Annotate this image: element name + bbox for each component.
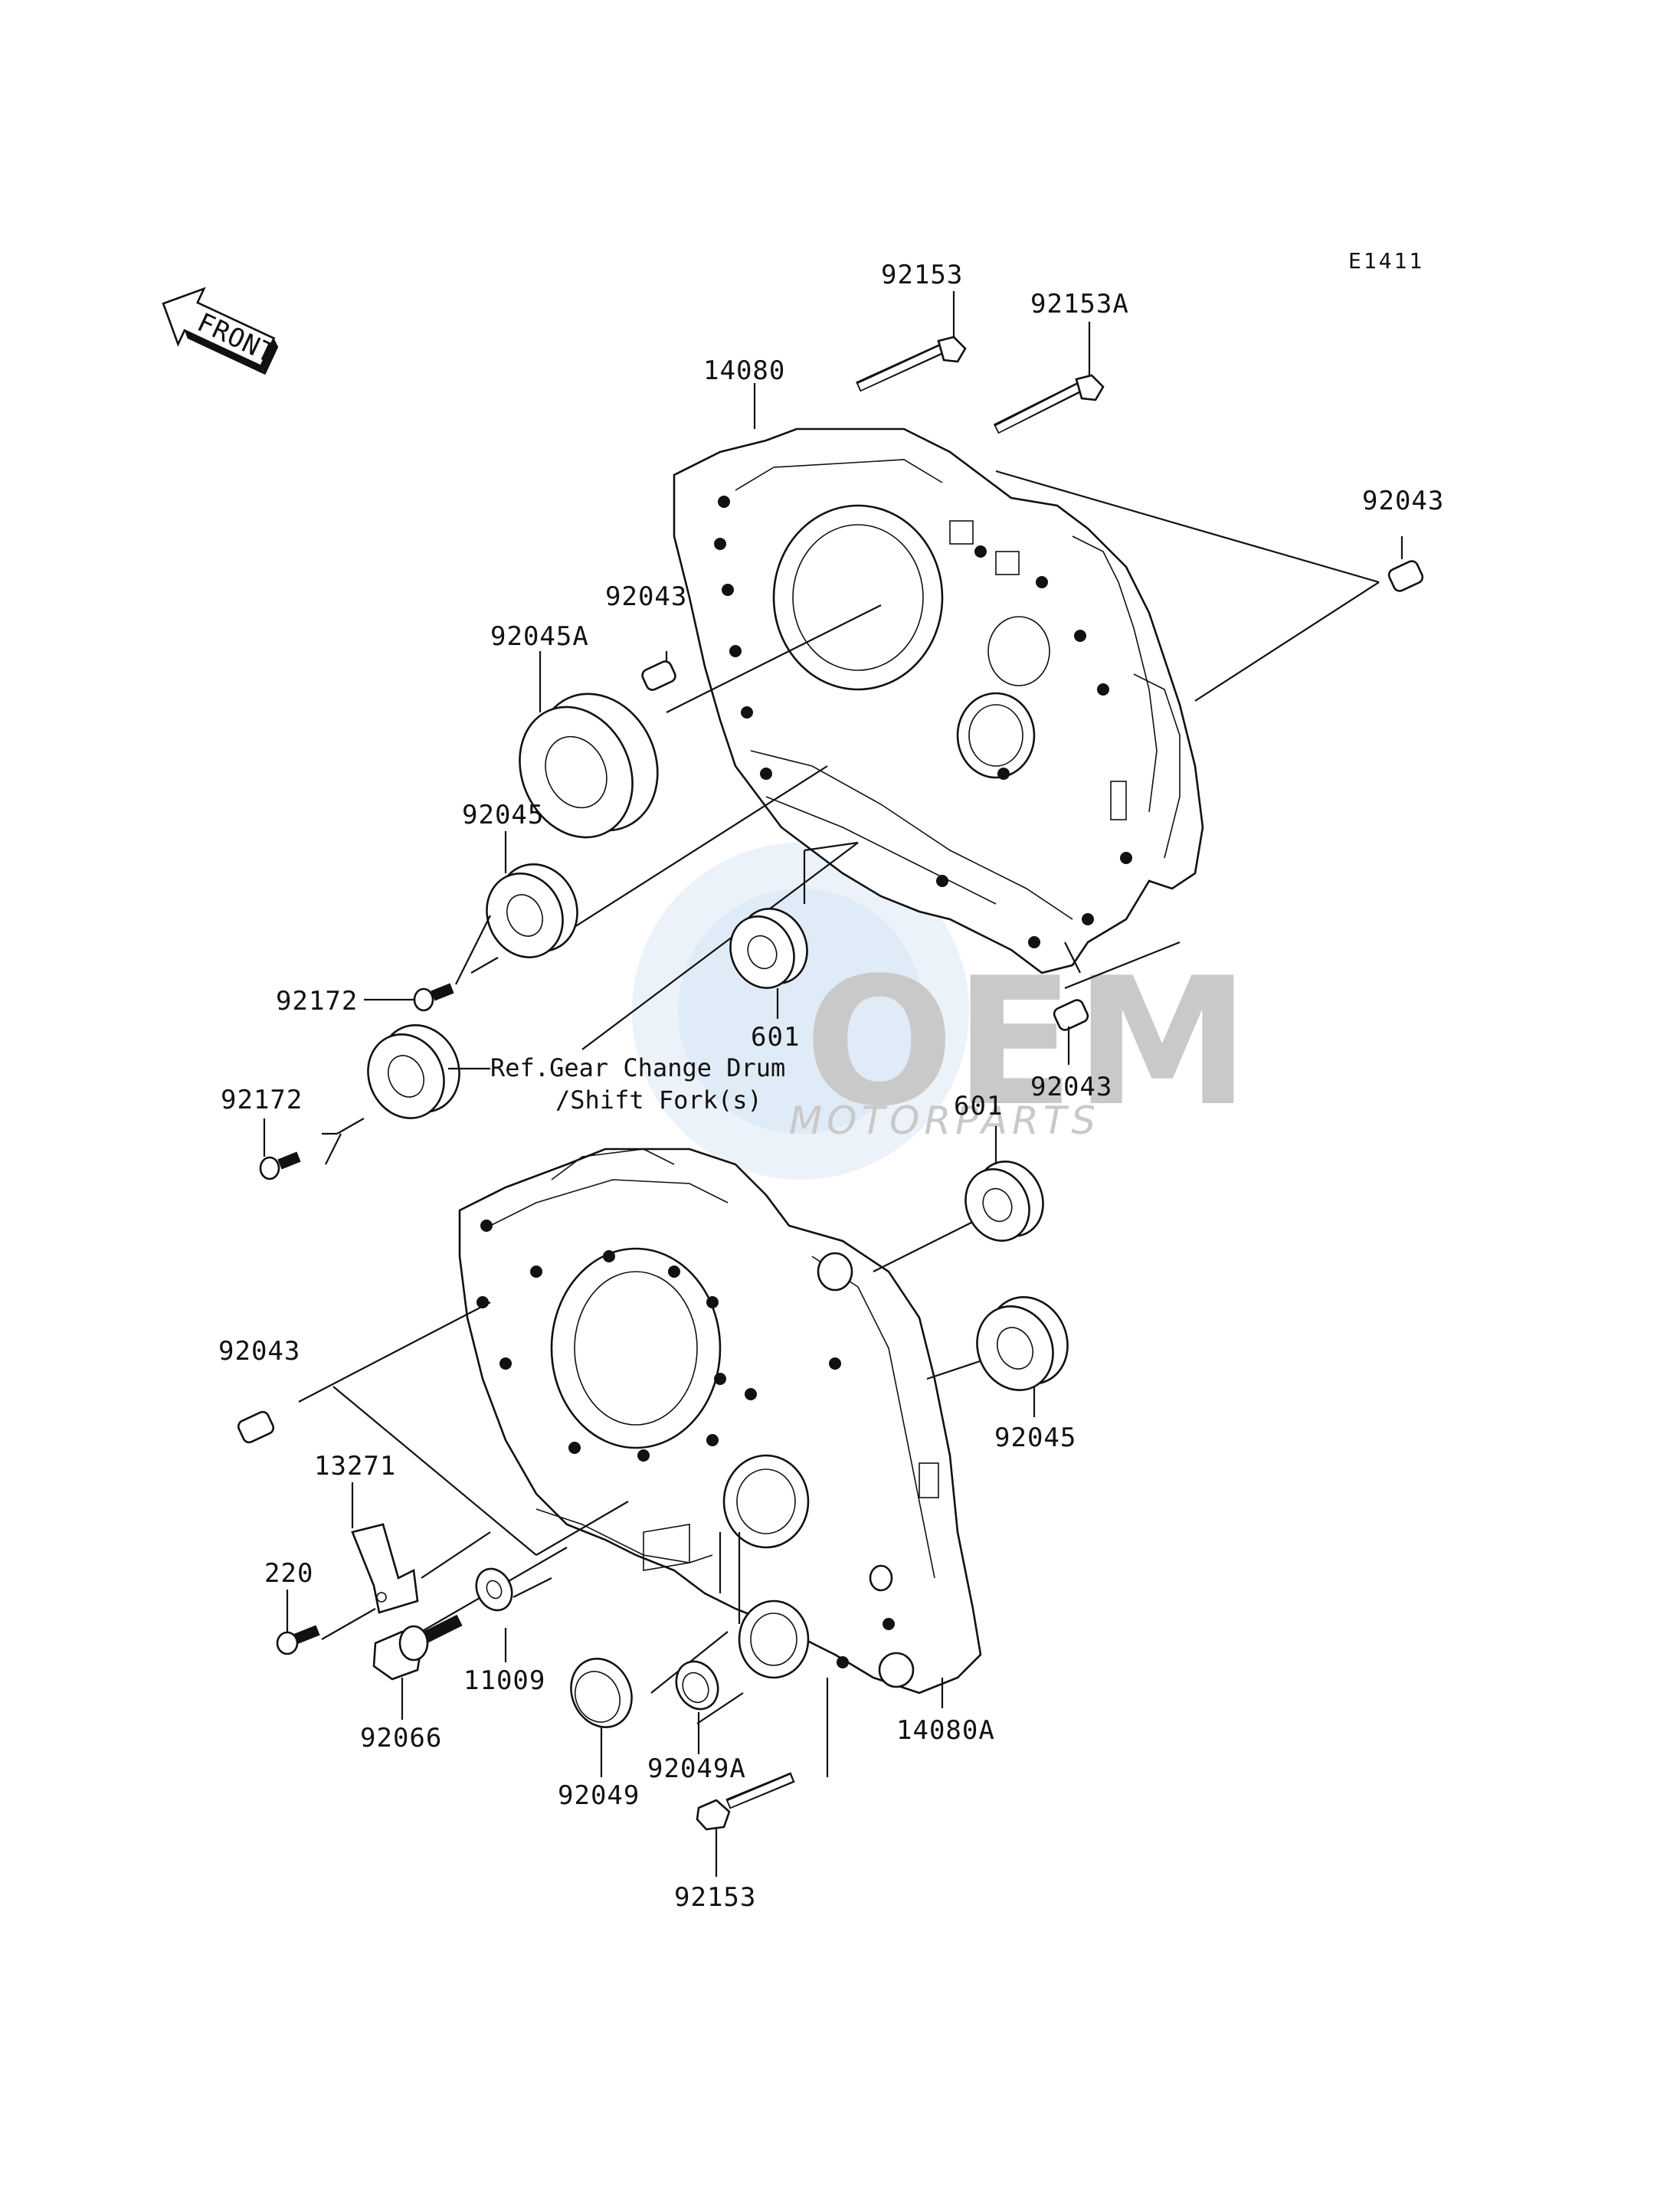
part-label: 92045 bbox=[994, 1423, 1076, 1453]
part-label: 601 bbox=[751, 1022, 800, 1053]
part-label: 92153 bbox=[674, 1882, 756, 1913]
crankcase-right-14080 bbox=[673, 427, 1204, 974]
dowel-92043-right-bot bbox=[1053, 999, 1089, 1031]
bearing-92045-left bbox=[486, 831, 578, 958]
bearing-601-upper bbox=[729, 908, 808, 1019]
dowel-92043-right-top bbox=[1387, 560, 1424, 592]
part-label: 220 bbox=[264, 1558, 313, 1589]
part-label: 11009 bbox=[463, 1665, 545, 1696]
bearing-92045a bbox=[519, 651, 659, 839]
part-label: 92043 bbox=[218, 1336, 300, 1367]
bracket-13271 bbox=[351, 1482, 419, 1614]
oil-seal-92049 bbox=[570, 1658, 633, 1777]
watermark-brand: OEM bbox=[804, 941, 1250, 1145]
bolt-92153-bottom bbox=[696, 1772, 795, 1877]
part-label: 14080 bbox=[703, 355, 785, 386]
reference-note-line2: /Shift Fork(s) bbox=[555, 1085, 762, 1115]
crankcase-left-14080a bbox=[458, 1148, 982, 1694]
screw-92172-b bbox=[259, 1118, 365, 1180]
dowel-92043-left bbox=[237, 1410, 275, 1444]
part-label: 92153A bbox=[1030, 289, 1129, 319]
part-label: 14080A bbox=[896, 1715, 995, 1746]
drain-bolt-92066 bbox=[372, 1614, 463, 1720]
part-label: 92043 bbox=[1362, 486, 1444, 516]
part-label: 92043 bbox=[1030, 1072, 1112, 1102]
part-label: 92045A bbox=[490, 621, 589, 652]
screw-220 bbox=[276, 1590, 320, 1655]
dowel-92043-mid bbox=[641, 660, 676, 691]
screw-92172-a bbox=[364, 915, 499, 1012]
bearing-601-lower bbox=[964, 1126, 1044, 1242]
part-label: 92049A bbox=[647, 1753, 746, 1784]
bolt-92153-top bbox=[856, 291, 967, 392]
part-label: 13271 bbox=[314, 1451, 396, 1482]
front-arrow-icon: FRONT bbox=[162, 286, 280, 375]
part-label: 92045 bbox=[462, 800, 544, 830]
part-label: 92066 bbox=[360, 1723, 442, 1753]
part-label: 92153 bbox=[881, 260, 963, 290]
part-label: 601 bbox=[954, 1091, 1003, 1121]
oil-seal-92049a bbox=[675, 1660, 719, 1754]
diagram-code: E1411 bbox=[1348, 248, 1424, 273]
part-label: 92043 bbox=[605, 581, 687, 612]
washer-11009 bbox=[475, 1567, 513, 1612]
bolt-92153a bbox=[993, 322, 1105, 434]
part-label: 92172 bbox=[221, 1085, 303, 1115]
part-label: 92172 bbox=[276, 986, 358, 1017]
part-label: 92049 bbox=[558, 1780, 640, 1811]
bearing-ref-gear-change bbox=[367, 1024, 490, 1119]
bearing-92045-right bbox=[976, 1296, 1069, 1417]
watermark-sub: MOTORPARTS bbox=[789, 1098, 1100, 1143]
reference-note-line1: Ref.Gear Change Drum bbox=[490, 1053, 785, 1082]
